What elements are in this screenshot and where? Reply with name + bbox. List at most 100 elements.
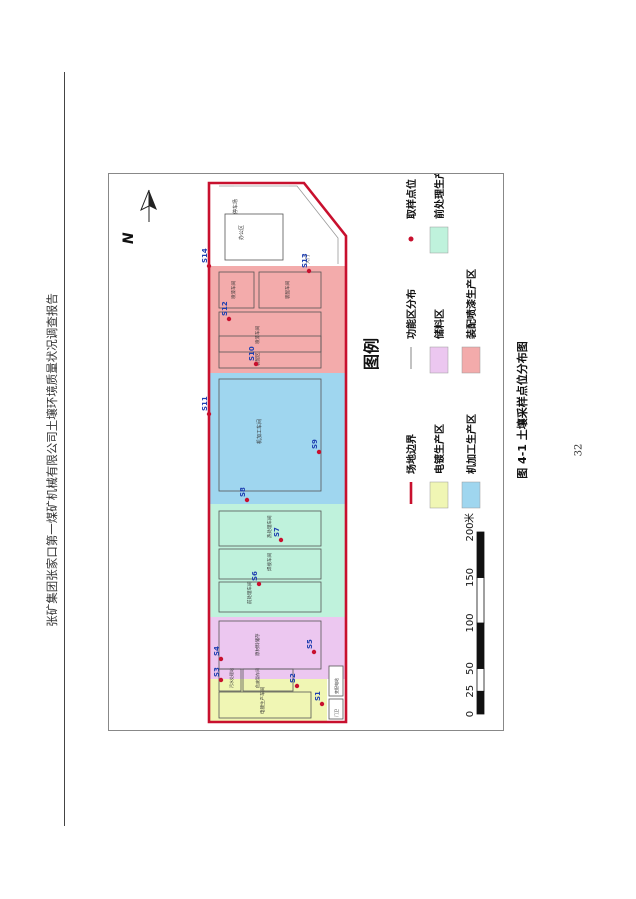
sample-point-s9 — [316, 449, 322, 455]
legend-swatch-6 — [461, 481, 481, 509]
building-painting2 — [218, 311, 322, 353]
sample-label-s9: S9 — [311, 439, 319, 449]
margin-line — [64, 72, 65, 826]
building-paint-workshop — [218, 271, 255, 309]
legend: 图例场地边界功能区分布取样点位电镀生产区储料区前处理生产区机加工生产区装配喷漆生… — [362, 174, 481, 509]
legend-title: 图例 — [362, 338, 381, 370]
label-assembly-workshop: 装配车间 — [284, 281, 291, 299]
north-label: N — [121, 232, 137, 244]
sample-label-s1: S1 — [314, 691, 322, 701]
label-sewage: 污水处理站 — [228, 668, 234, 688]
label-station: 变配电站 — [333, 678, 339, 694]
legend-label-4: 储料区 — [433, 309, 446, 340]
page-number: 32 — [573, 440, 585, 460]
label-machining: 机加工车间 — [256, 419, 263, 444]
sample-label-s11: S11 — [201, 396, 209, 411]
sample-point-s3 — [218, 677, 224, 683]
scale-tick-label: 50 — [465, 662, 476, 675]
scale-tick-label: 200 — [465, 522, 476, 541]
label-carport: 停车场 — [232, 199, 239, 214]
building-pretreat — [218, 581, 322, 613]
label-guard: 门卫 — [333, 709, 339, 717]
building-assembly-area — [218, 335, 322, 369]
sample-point-s13 — [306, 268, 312, 274]
label-assembly-area: 装配区 — [254, 352, 261, 366]
legend-swatch-3 — [429, 481, 449, 509]
building-waste — [242, 668, 294, 692]
sample-point-s7 — [278, 537, 284, 543]
scale-segment-4 — [476, 531, 485, 578]
label-paint-workshop: 喷漆车间 — [230, 281, 237, 299]
sample-point-s8 — [244, 497, 250, 503]
scale-tick-label: 100 — [465, 613, 476, 632]
sample-label-s14: S14 — [201, 248, 209, 263]
zone-plating — [209, 679, 327, 722]
label-gate: 大门 — [304, 255, 311, 264]
label-heat-treatment: 热处理车间 — [266, 515, 273, 538]
legend-label-3: 电镀生产区 — [433, 424, 446, 474]
running-header: 张矿集团张家口第一煤矿机械有限公司土壤环境质量状况调查报告 — [42, 160, 62, 760]
sample-label-s13: S13 — [301, 253, 309, 268]
sample-point-s10 — [253, 361, 259, 367]
zone-machining — [209, 373, 346, 504]
sample-label-s3: S3 — [213, 667, 221, 677]
building-welding — [218, 548, 322, 580]
north-arrow-icon — [140, 189, 157, 222]
sample-point-s2 — [294, 683, 300, 689]
sample-point-s1 — [319, 701, 325, 707]
sample-point-s14 — [206, 263, 212, 269]
scale-segment-2 — [476, 622, 485, 669]
sample-label-s4: S4 — [213, 646, 221, 656]
label-painting2: 喷漆车间 — [254, 326, 261, 344]
building-heat-treatment — [218, 510, 322, 547]
label-office: 办公区 — [238, 225, 245, 240]
sample-label-s8: S8 — [239, 487, 247, 497]
sample-label-s2: S2 — [289, 673, 297, 683]
scale-tick-label: 150 — [465, 568, 476, 587]
label-plating: 电镀生产车间 — [259, 687, 266, 714]
legend-swatch-7 — [461, 346, 481, 374]
scale-tick-label: 25 — [465, 685, 476, 698]
legend-symbol-sample — [408, 236, 414, 242]
sample-point-s5 — [311, 649, 317, 655]
sample-point-s11 — [206, 411, 212, 417]
scale-segment-1 — [476, 668, 485, 692]
building-station — [328, 665, 344, 697]
legend-swatch-4 — [429, 346, 449, 374]
legend-swatch-5 — [429, 226, 449, 254]
label-pretreat: 前处理车间 — [246, 581, 253, 604]
figure-caption: 图 4-1 土壤采样点位分布图 — [512, 300, 532, 520]
header-text: 张矿集团张家口第一煤矿机械有限公司土壤环境质量状况调查报告 — [45, 293, 59, 627]
zone-assembly — [209, 266, 346, 373]
legend-label-6: 机加工生产区 — [465, 414, 478, 474]
building-plating — [218, 691, 312, 719]
sample-label-s12: S12 — [221, 301, 229, 316]
building-office — [224, 213, 284, 261]
label-welding: 焊接车间 — [266, 553, 273, 571]
scale-segment-0 — [476, 690, 485, 715]
sample-label-s6: S6 — [251, 571, 259, 581]
site-map: 办公区 停车场 喷漆车间 装配车间 喷漆车间 装配区 机加工车间 热处理车间 焊… — [121, 174, 485, 724]
sample-label-s5: S5 — [306, 639, 314, 649]
building-guard — [328, 698, 344, 720]
label-storage: 原材料储存 — [254, 633, 261, 656]
legend-label-5: 前处理生产区 — [433, 174, 446, 219]
site-boundary — [207, 181, 348, 724]
legend-label-7: 装配喷漆生产区 — [465, 269, 478, 340]
page-number-text: 32 — [573, 443, 585, 457]
building-assembly — [258, 271, 322, 309]
legend-label-0: 场地边界 — [405, 434, 418, 474]
zone-pretreat — [209, 504, 346, 617]
building-machining — [218, 378, 322, 492]
sample-point-s4 — [218, 656, 224, 662]
map-figure: 办公区 停车场 喷漆车间 装配车间 喷漆车间 装配区 机加工车间 热处理车间 焊… — [108, 173, 504, 731]
sample-label-s7: S7 — [273, 527, 281, 537]
legend-label-2: 取样点位 — [405, 179, 418, 219]
scale-unit: 米 — [463, 513, 476, 523]
figure-caption-text: 图 4-1 土壤采样点位分布图 — [516, 341, 529, 479]
scale-tick-label: 0 — [465, 711, 476, 717]
sample-label-s10: S10 — [248, 346, 256, 361]
sample-point-s6 — [256, 581, 262, 587]
